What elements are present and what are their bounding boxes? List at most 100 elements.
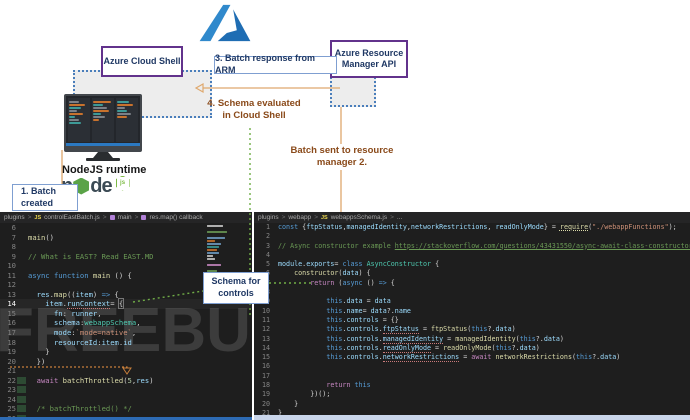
line-number: 14 — [261, 343, 270, 352]
breadcrumb-item[interactable]: webapp — [288, 214, 312, 221]
js-file-icon: JS — [34, 214, 42, 221]
breadcrumb-item[interactable]: webappsSchema.js — [330, 214, 388, 221]
code-line-9[interactable]: 9 this.data = data — [254, 297, 690, 306]
line-number: 15 — [261, 353, 270, 362]
code-line-13[interactable]: 13 res.map((item) => { — [0, 290, 252, 300]
line-number: 19 — [261, 390, 270, 399]
left-editor-minimap[interactable] — [205, 224, 241, 272]
nodejs-hexagon-badge-icon: js — [115, 175, 130, 191]
arm-api-label-line2: Manager API — [341, 59, 397, 69]
breadcrumb-item[interactable]: plugins — [258, 214, 279, 221]
monitor-code-panel — [68, 98, 90, 142]
nodejs-monitor-image — [64, 94, 142, 166]
code-line-6[interactable]: 6 constructor(data) { — [254, 269, 690, 278]
code-line-6[interactable]: 6 — [0, 223, 252, 233]
code-line-16[interactable]: 16 — [254, 362, 690, 371]
code-line-13[interactable]: 13 this.controls.managedIdentity = manag… — [254, 334, 690, 344]
code-text: module.exports= class AsyncConstructor { — [278, 260, 440, 269]
code-line-8[interactable]: 8 — [0, 242, 252, 252]
code-line-23[interactable]: 23 — [0, 385, 252, 395]
line-number: 25 — [0, 404, 26, 414]
code-line-17[interactable]: 17 mode:`mode=native`, — [0, 328, 252, 338]
batch-sent-line1: Batch sent to resource — [290, 145, 394, 156]
code-line-21[interactable]: 21 — [0, 366, 252, 376]
code-line-10[interactable]: 10 — [0, 261, 252, 271]
breadcrumb-item[interactable]: plugins — [4, 214, 25, 221]
monitor-frame — [64, 94, 142, 152]
code-line-12[interactable]: 12 this.controls.ftpStatus = ftpStatus(t… — [254, 325, 690, 335]
code-line-18[interactable]: 18 resourceId:item.id — [0, 338, 252, 348]
arm-region — [330, 73, 376, 107]
code-line-14[interactable]: 14 this.controls.readOnlyMode = readOnly… — [254, 343, 690, 353]
code-line-2[interactable]: 2 — [254, 232, 690, 241]
code-text — [16, 280, 28, 290]
code-text: return (async () => { — [278, 278, 395, 287]
code-text: await batchThrottled(5,res) — [28, 375, 154, 385]
batch-created-line1: 1. Batch — [21, 185, 57, 196]
code-line-11[interactable]: 11 async function main () { — [0, 271, 252, 281]
code-line-25[interactable]: 25 /* batchThrottled() */ — [0, 404, 252, 414]
code-text: async function main () { — [28, 270, 132, 280]
code-line-12[interactable]: 12 — [0, 280, 252, 290]
breadcrumb-item[interactable]: controlEastBatch.js — [44, 214, 100, 221]
code-line-17[interactable]: 17 — [254, 372, 690, 381]
js-file-icon: JS — [320, 214, 328, 221]
code-text: constructor(data) { — [278, 269, 371, 278]
code-line-19[interactable]: 19 } — [0, 347, 252, 357]
code-text — [270, 232, 278, 241]
code-text: fn: runner, — [28, 308, 102, 318]
code-line-22[interactable]: 22 await batchThrottled(5,res) — [0, 376, 252, 386]
code-line-11[interactable]: 11 this.controls = {} — [254, 316, 690, 325]
breadcrumb-item[interactable]: ... — [396, 214, 403, 221]
azure-cloud-shell-box: Azure Cloud Shell — [101, 46, 183, 77]
monitor-screen — [66, 96, 140, 146]
code-line-16[interactable]: 16 schema:webappSchema, — [0, 318, 252, 328]
line-number: 9 — [11, 251, 16, 261]
symbol-method-icon — [141, 215, 147, 220]
line-number: 11 — [261, 315, 270, 324]
code-line-3[interactable]: 3// Async constructor example https://st… — [254, 242, 690, 251]
line-number: 11 — [7, 270, 16, 280]
azure-resource-manager-box: Azure Resource Manager API — [330, 40, 408, 78]
code-line-7[interactable]: 7 return (async () => { — [254, 279, 690, 288]
code-line-15[interactable]: 15 this.controls.networkRestrictions = a… — [254, 353, 690, 363]
code-line-24[interactable]: 24 — [0, 395, 252, 405]
line-number: 20 — [7, 356, 16, 366]
line-number: 6 — [11, 223, 16, 232]
code-line-4[interactable]: 4 — [254, 251, 690, 260]
code-text: item.runContext= { — [28, 298, 125, 310]
code-line-15[interactable]: 15 fn: runner, — [0, 309, 252, 319]
code-line-9[interactable]: 9// What is EAST? Read EAST.MD — [0, 252, 252, 262]
code-line-20[interactable]: 20 }) — [0, 357, 252, 367]
code-line-18[interactable]: 18 return this — [254, 381, 690, 390]
code-line-19[interactable]: 19 })(); — [254, 390, 690, 399]
code-line-20[interactable]: 20 } — [254, 400, 690, 409]
breadcrumb-item[interactable]: main — [117, 214, 132, 221]
code-line-21[interactable]: 21} — [254, 409, 690, 418]
breadcrumb-item[interactable]: res.map() callback — [149, 214, 203, 221]
line-number: 16 — [7, 318, 16, 328]
line-number: 1 — [265, 223, 270, 231]
arm-api-label-line1: Azure Resource — [334, 47, 404, 58]
line-number: 21 — [261, 408, 270, 417]
code-text: return this — [278, 381, 371, 390]
breadcrumb-separator: > — [27, 214, 32, 221]
code-line-10[interactable]: 10 this.name= data?.name — [254, 307, 690, 316]
code-line-8[interactable]: 8 — [254, 288, 690, 297]
code-text: } — [28, 347, 50, 357]
code-line-14[interactable]: 14 item.runContext= { — [0, 298, 252, 310]
left-editor-bottom-strip — [0, 417, 252, 420]
breadcrumb-separator: > — [134, 214, 139, 221]
line-number: 10 — [261, 306, 270, 315]
line-number: 4 — [265, 250, 270, 259]
node-letter-e: e — [101, 175, 112, 197]
